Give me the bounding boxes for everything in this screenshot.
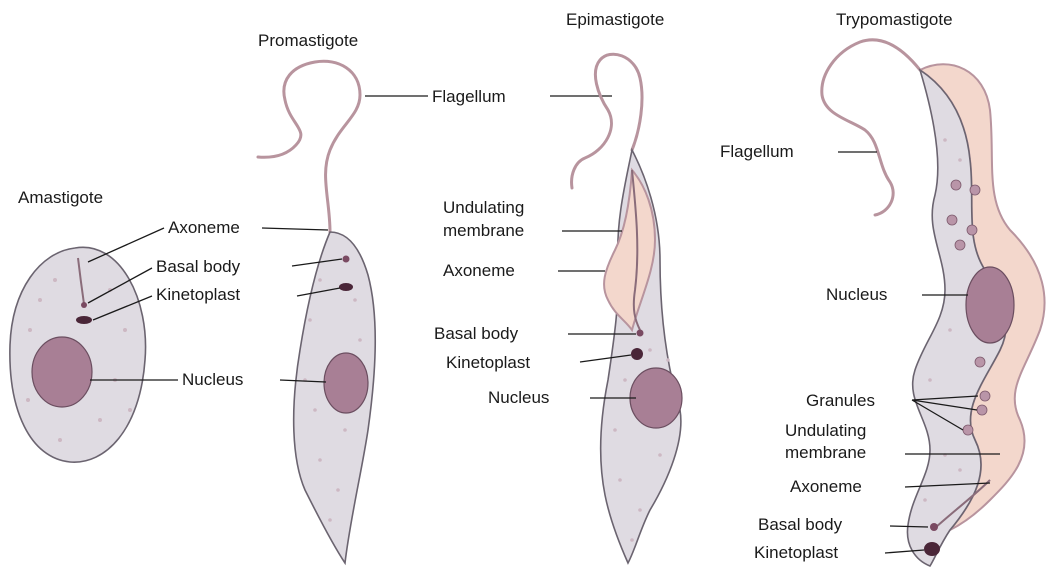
- trypomastigote-title: Trypomastigote: [836, 10, 953, 29]
- promastigote-kinetoplast: [339, 283, 353, 291]
- amastigote-axoneme-leader: [88, 228, 164, 262]
- promastigote-flagellum: [258, 61, 360, 232]
- promastigote-title: Promastigote: [258, 31, 358, 50]
- amastigote-basal-body-label: Basal body: [156, 257, 241, 276]
- trypomastigote-basal-body-label: Basal body: [758, 515, 843, 534]
- amastigote-nucleus-label: Nucleus: [182, 370, 243, 389]
- epimastigote-basal-body-label: Basal body: [434, 324, 519, 343]
- trypomastigote-undulating-label-line1: Undulating: [785, 421, 866, 440]
- trypomastigote-flagellum: [822, 40, 920, 215]
- trypomastigote-basal-body: [930, 523, 938, 531]
- trypomastigote-granules-label: Granules: [806, 391, 875, 410]
- trypomastigote-nucleus-label: Nucleus: [826, 285, 887, 304]
- epimastigote-nucleus-label: Nucleus: [488, 388, 549, 407]
- promastigote-basal-body: [343, 256, 350, 263]
- amastigote-title: Amastigote: [18, 188, 103, 207]
- trypomastigote-flagellum-label: Flagellum: [720, 142, 794, 161]
- epimastigote-nucleus: [630, 368, 682, 428]
- amastigote-kinetoplast-label: Kinetoplast: [156, 285, 240, 304]
- promastigote-nucleus: [324, 353, 368, 413]
- trypomastigote-kinetoplast-label: Kinetoplast: [754, 543, 838, 562]
- trypomastigote-kinetoplast: [924, 542, 940, 556]
- promastigote-cell: [258, 61, 375, 563]
- amastigote-axoneme-label: Axoneme: [168, 218, 240, 237]
- epimastigote-cell: [572, 54, 682, 563]
- promastigote-axoneme-leader: [262, 228, 328, 230]
- epimastigote-kinetoplast-label: Kinetoplast: [446, 353, 530, 372]
- epimastigote-undulating-label-line1: Undulating: [443, 198, 524, 217]
- trypomastigote-nucleus: [966, 267, 1014, 343]
- amastigote-nucleus: [32, 337, 92, 407]
- trypomastigote-undulating-label-line2: membrane: [785, 443, 866, 462]
- epimastigote-kinetoplast: [631, 348, 643, 360]
- epimastigote-undulating-label-line2: membrane: [443, 221, 524, 240]
- promastigote-flagellum-label: Flagellum: [432, 87, 506, 106]
- epimastigote-title: Epimastigote: [566, 10, 664, 29]
- amastigote-basal-body: [81, 302, 87, 308]
- amastigote-kinetoplast: [76, 316, 92, 324]
- amastigote-cell: [10, 247, 146, 462]
- epimastigote-axoneme-label: Axoneme: [443, 261, 515, 280]
- epimastigote-basal-body: [637, 330, 644, 337]
- trypomastigote-axoneme-label: Axoneme: [790, 477, 862, 496]
